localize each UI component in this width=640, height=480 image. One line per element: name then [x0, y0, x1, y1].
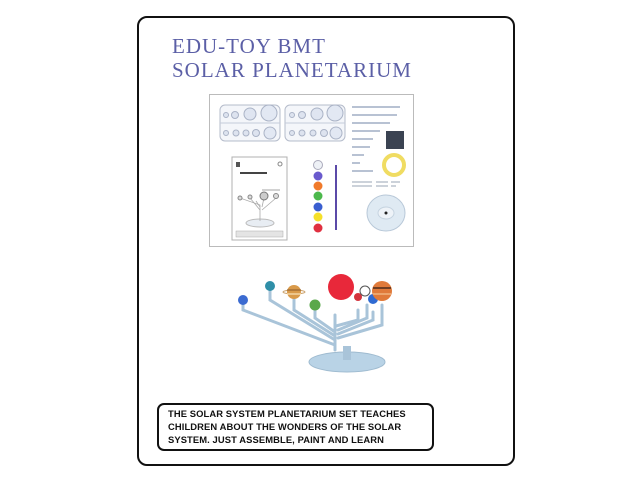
title-line-1: EDU-TOY BMT [172, 34, 326, 58]
product-title: EDU-TOY BMT SOLAR PLANETARIUM [172, 34, 412, 82]
assembled-model-illustration [238, 274, 392, 373]
planet-sprue-1 [219, 104, 281, 142]
sticker-sheet [386, 131, 404, 149]
kit-contents-illustration [219, 104, 406, 241]
tape-roll [382, 153, 406, 177]
planet-mars [354, 293, 362, 301]
kit-contents-image [209, 94, 414, 247]
planet-sprue-2 [284, 104, 346, 142]
planet-saturn [282, 285, 306, 299]
caption-line-3: SYSTEM. JUST ASSEMBLE, PAINT AND LEARN [168, 434, 384, 445]
planet-venus [265, 281, 275, 291]
label-text-lines [352, 181, 400, 187]
instruction-sheet [231, 156, 288, 241]
paint-pots [313, 160, 323, 233]
planet-earth [309, 299, 321, 311]
planet-uranus [359, 285, 371, 297]
product-description-box: THE SOLAR SYSTEM PLANETARIUM SET TEACHES… [157, 403, 434, 451]
stand-base [366, 194, 406, 232]
planet-jupiter [372, 281, 392, 301]
caption-line-1: THE SOLAR SYSTEM PLANETARIUM SET TEACHES [168, 408, 406, 419]
title-line-2: SOLAR PLANETARIUM [172, 58, 412, 82]
support-rods [352, 106, 400, 172]
sun [328, 274, 354, 300]
assembled-model-image [230, 270, 405, 375]
caption-line-2: CHILDREN ABOUT THE WONDERS OF THE SOLAR [168, 421, 402, 432]
planet-mercury [238, 295, 248, 305]
